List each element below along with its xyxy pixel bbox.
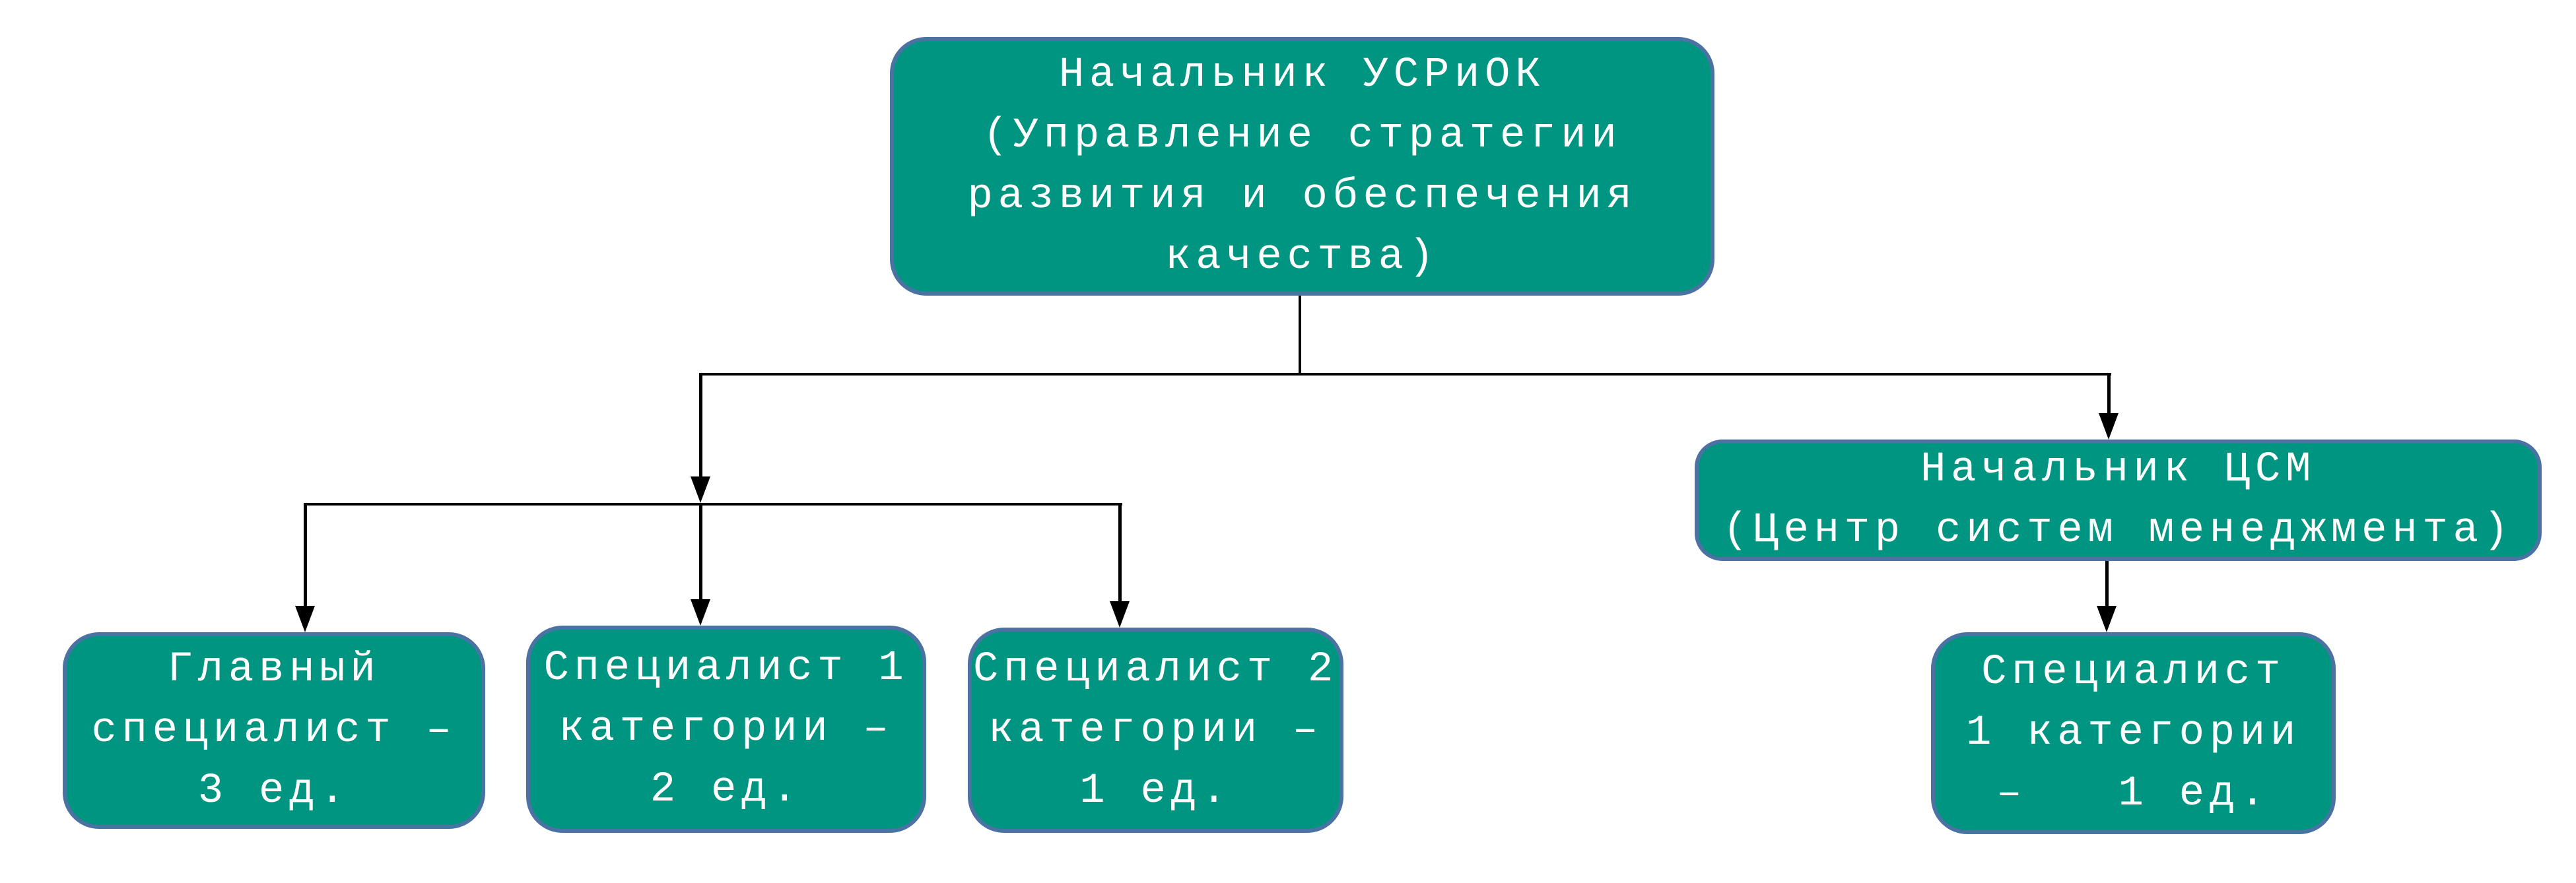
arrow-down-icon-csm-head (2099, 413, 2118, 440)
node-csm-specialist-cat1: Специалист 1 категории – 1 ед. (1931, 632, 2336, 834)
node-text-line: (Центр систем менеджмента) (1722, 507, 2514, 554)
connector-to-specialist-cat2 (1118, 503, 1122, 603)
arrow-down-icon-specialist-cat2 (1110, 601, 1130, 628)
node-text-line: 1 категории (1966, 709, 2301, 757)
node-text-line: – 1 ед. (1996, 770, 2270, 818)
node-text-line: категории – (988, 706, 1323, 754)
node-text-line: Начальник ЦСМ (1920, 446, 2317, 494)
connector-to-csm-specialist (2105, 558, 2109, 607)
node-usriok-head: Начальник УСРиОК (Управление стратегии р… (890, 37, 1714, 296)
node-specialist-cat2: Специалист 2 категории – 1 ед. (968, 628, 1343, 833)
connector-trunk-vertical (1299, 296, 1301, 376)
node-csm-head: Начальник ЦСМ (Центр систем менеджмента) (1695, 440, 2542, 561)
node-chief-specialist: Главный специалист – 3 ед. (63, 632, 485, 829)
connector-to-chief-specialist (304, 503, 307, 607)
arrow-down-icon-left-branch (691, 476, 710, 503)
node-specialist-cat1: Специалист 1 категории – 2 ед. (526, 626, 926, 833)
node-text-line: Специалист (1981, 649, 2286, 696)
arrow-down-icon-chief-specialist (295, 606, 315, 632)
node-text-line: Специалист 2 (972, 645, 1339, 694)
node-text-line: специалист – (91, 707, 457, 754)
connector-to-specialist-cat1 (699, 503, 702, 601)
node-text-line: 3 ед. (197, 768, 351, 815)
node-text-line: категории – (559, 705, 894, 753)
arrow-down-icon-specialist-cat1 (691, 599, 710, 626)
node-text-line: Начальник УСРиОК (1058, 51, 1546, 99)
node-text-line: Главный (167, 646, 381, 694)
connector-to-csm-head (2107, 373, 2111, 414)
node-text-line: Специалист 1 (543, 645, 909, 692)
node-text-line: качества) (1165, 234, 1439, 281)
connector-left-branch-drop (699, 373, 702, 478)
connector-level1-horizontal (699, 373, 2111, 376)
node-text-line: развития и обеспечения (967, 173, 1637, 220)
node-text-line: 2 ед. (650, 766, 803, 814)
node-text-line: 1 ед. (1079, 767, 1232, 815)
node-text-line: (Управление стратегии (982, 112, 1622, 160)
arrow-down-icon-csm-specialist (2097, 606, 2117, 632)
connector-level2-horizontal (304, 503, 1122, 506)
